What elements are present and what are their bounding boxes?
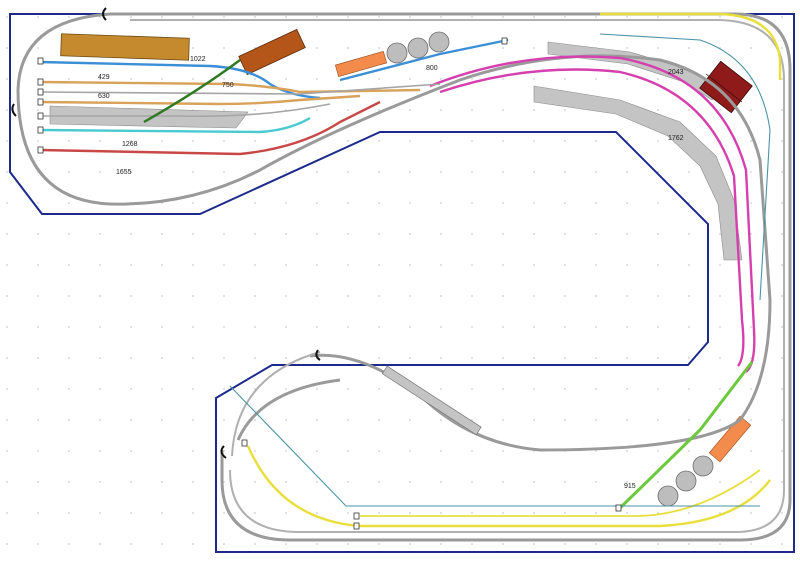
platform-1762 bbox=[533, 85, 743, 261]
yard-lead-grey-2 bbox=[40, 103, 331, 118]
yellow-track-top bbox=[600, 12, 782, 80]
goods-shed-building bbox=[238, 28, 306, 76]
teal-lines bbox=[229, 33, 771, 507]
label-siding-750: 750 bbox=[222, 82, 234, 89]
central-bridge bbox=[381, 365, 482, 436]
platform-left-yard bbox=[49, 105, 249, 129]
siding-800-track bbox=[339, 38, 509, 82]
yellow-track-bottom bbox=[246, 445, 771, 528]
yard-sidings bbox=[39, 38, 509, 156]
oil-tanks-bottom bbox=[657, 455, 714, 507]
siding-630-track bbox=[39, 94, 361, 106]
siding-green-spur bbox=[143, 59, 241, 124]
engine-shed-roofline bbox=[705, 73, 743, 103]
label-siding-1655: 1655 bbox=[116, 169, 132, 176]
label-siding-915: 915 bbox=[624, 483, 636, 490]
label-siding-630: 630 bbox=[98, 93, 110, 100]
baseboard-outline bbox=[9, 13, 795, 553]
label-siding-800: 800 bbox=[426, 65, 438, 72]
buffer-stops bbox=[37, 37, 622, 530]
track-ends bbox=[11, 7, 321, 459]
orange-loading-dock bbox=[334, 50, 388, 78]
warehouse-building bbox=[60, 33, 190, 61]
label-siding-1762: 1762 bbox=[668, 135, 684, 142]
mainline-inner-loop bbox=[130, 19, 785, 533]
siding-1268-track bbox=[39, 116, 311, 134]
oil-tanks-top bbox=[386, 31, 450, 64]
magenta-tracks bbox=[429, 55, 756, 373]
label-siding-2043: 2043 bbox=[668, 69, 684, 76]
label-siding-1268: 1268 bbox=[122, 141, 138, 148]
siding-915-track bbox=[618, 361, 754, 510]
orange-freight-dock bbox=[708, 415, 752, 463]
yard-lead-grey bbox=[39, 83, 441, 95]
siding-429-track bbox=[39, 80, 421, 94]
label-siding-1022: 1022 bbox=[190, 56, 206, 63]
yellow-track-lower-main bbox=[360, 469, 761, 517]
siding-1022-track bbox=[39, 60, 321, 100]
label-siding-429: 429 bbox=[98, 74, 110, 81]
mainline-outer-loop bbox=[16, 12, 792, 542]
siding-1655-track bbox=[39, 100, 381, 156]
